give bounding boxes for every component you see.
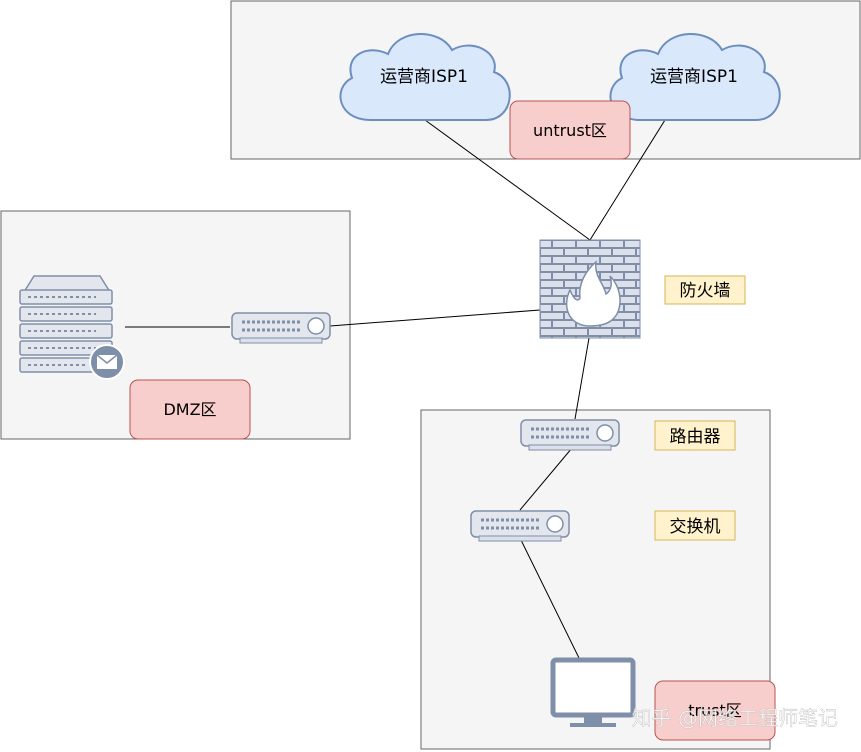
cloud-label: 运营商ISP1 — [380, 67, 468, 87]
cloud-icon — [339, 33, 511, 121]
cloud-icon — [609, 33, 781, 121]
router-icon — [520, 419, 620, 451]
switch-label-box: 交换机 — [654, 510, 736, 541]
switch-label: 交换机 — [670, 517, 721, 537]
router-label-box: 路由器 — [654, 420, 736, 451]
dmz-switch-icon — [231, 312, 331, 344]
link-firewall-router — [574, 337, 590, 420]
untrust-zone-tag: untrust区 — [509, 100, 631, 160]
link-isp2-firewall — [589, 119, 666, 241]
cloud-isp-right: 运营商ISP1 — [609, 33, 781, 121]
trust-zone-label: trust区 — [688, 701, 742, 720]
pc-monitor-icon — [550, 657, 636, 727]
trust-switch-icon — [470, 510, 570, 542]
link-router-switch — [519, 447, 573, 511]
cloud-label: 运营商ISP1 — [650, 67, 738, 87]
mail-server-icon — [19, 275, 125, 380]
trust-zone-tag: trust区 — [654, 680, 776, 741]
link-dmz-switch-firewall — [329, 309, 541, 327]
dmz-zone-tag: DMZ区 — [129, 379, 251, 440]
link-switch-pc — [519, 537, 581, 661]
cloud-isp-left: 运营商ISP1 — [339, 33, 511, 121]
link-isp1-firewall — [424, 119, 591, 241]
router-label: 路由器 — [670, 427, 721, 447]
flame-icon — [565, 260, 621, 327]
firewall-label-box: 防火墙 — [664, 275, 746, 305]
watermark: 知乎 @网络工程师笔记 — [632, 706, 838, 730]
firewall-label: 防火墙 — [680, 281, 731, 301]
firewall-icon — [539, 239, 641, 339]
untrust-zone-label: untrust区 — [533, 121, 607, 140]
connections — [125, 119, 666, 661]
dmz-zone-label: DMZ区 — [163, 400, 216, 419]
